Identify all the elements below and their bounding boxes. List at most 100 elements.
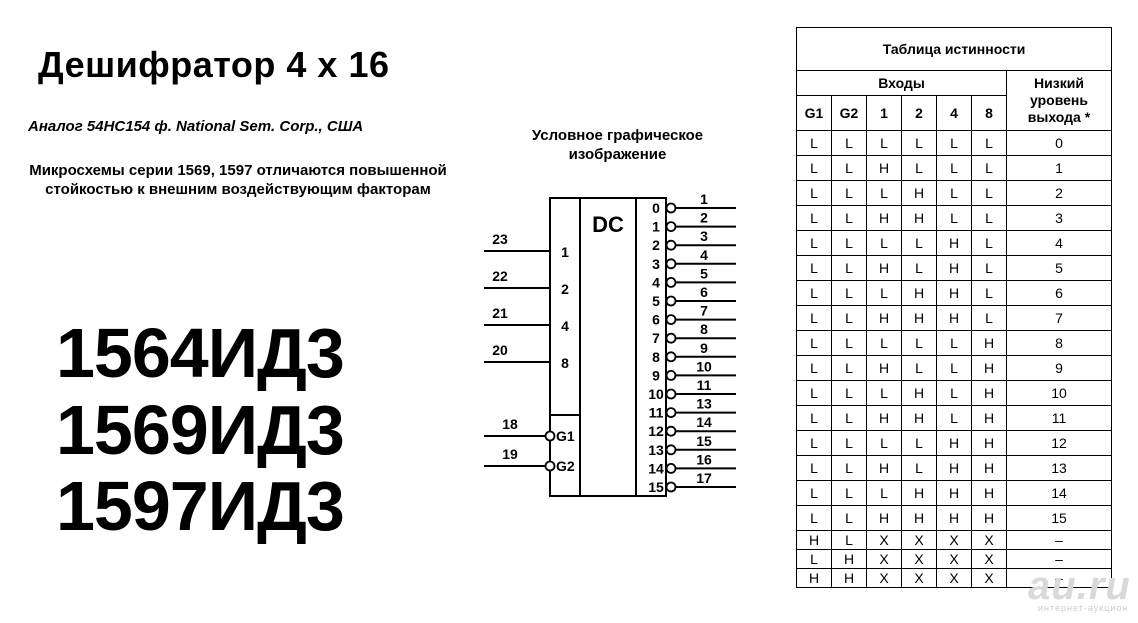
truth-table-caption: Таблица истинности bbox=[796, 27, 1112, 71]
table-cell: H bbox=[971, 505, 1007, 531]
table-cell: 3 bbox=[1006, 205, 1112, 231]
inversion-bubble bbox=[665, 277, 677, 288]
inversion-bubble bbox=[544, 430, 556, 442]
table-cell: H bbox=[901, 280, 937, 306]
output-pin-number: 6 bbox=[700, 284, 708, 300]
table-cell: H bbox=[936, 480, 972, 506]
inversion-bubble bbox=[665, 332, 677, 344]
table-cell: L bbox=[831, 230, 867, 256]
table-cell: L bbox=[936, 405, 972, 431]
symbol-label: DC bbox=[592, 212, 624, 237]
output-pin-number: 10 bbox=[696, 358, 712, 374]
table-cell: X bbox=[936, 530, 972, 550]
output-name: 12 bbox=[648, 423, 664, 439]
table-cell: H bbox=[901, 205, 937, 231]
table-cell: H bbox=[866, 255, 902, 281]
table-cell: H bbox=[971, 430, 1007, 456]
table-cell: L bbox=[831, 405, 867, 431]
table-cell: L bbox=[901, 230, 937, 256]
inversion-bubble bbox=[665, 351, 677, 363]
table-cell: L bbox=[796, 205, 832, 231]
output-name: 6 bbox=[652, 312, 660, 328]
table-cell: L bbox=[831, 205, 867, 231]
output-name: 10 bbox=[648, 386, 664, 402]
table-cell: H bbox=[971, 480, 1007, 506]
table-cell: X bbox=[901, 549, 937, 569]
inversion-bubble bbox=[665, 407, 677, 419]
table-cell: L bbox=[971, 280, 1007, 306]
table-cell: L bbox=[971, 205, 1007, 231]
table-cell: 12 bbox=[1006, 430, 1112, 456]
table-cell: L bbox=[831, 380, 867, 406]
table-cell: L bbox=[971, 180, 1007, 206]
table-cell: L bbox=[831, 530, 867, 550]
table-cell: L bbox=[831, 130, 867, 156]
table-cell: H bbox=[936, 430, 972, 456]
table-cell: L bbox=[796, 280, 832, 306]
inversion-bubble bbox=[544, 460, 556, 472]
table-cell: – bbox=[1006, 530, 1112, 550]
table-cell: H bbox=[831, 568, 867, 588]
table-cell: L bbox=[831, 330, 867, 356]
enable-name: G2 bbox=[556, 458, 575, 474]
output-pin-number: 15 bbox=[696, 433, 712, 449]
table-cell: 0 bbox=[1006, 130, 1112, 156]
inversion-bubble bbox=[665, 202, 677, 214]
table-cell: H bbox=[901, 505, 937, 531]
column-header: 4 bbox=[936, 95, 972, 131]
output-name: 11 bbox=[649, 405, 664, 421]
table-cell: H bbox=[831, 549, 867, 569]
table-cell: L bbox=[936, 355, 972, 381]
output-pin-number: 16 bbox=[696, 451, 712, 467]
table-cell: H bbox=[971, 355, 1007, 381]
output-pin-number: 13 bbox=[696, 396, 712, 412]
output-header: Низкий уровень выхода * bbox=[1006, 70, 1112, 131]
output-pin-number: 5 bbox=[700, 265, 708, 281]
input-pin-number: 22 bbox=[492, 268, 508, 284]
output-name: 14 bbox=[648, 460, 664, 476]
enable-name: G1 bbox=[556, 428, 575, 444]
output-pin-number: 14 bbox=[696, 414, 712, 430]
part-number: 1564ИД3 bbox=[56, 314, 345, 392]
table-cell: L bbox=[796, 355, 832, 381]
table-cell: X bbox=[936, 568, 972, 588]
input-pin-number: 20 bbox=[492, 342, 508, 358]
table-cell: 2 bbox=[1006, 180, 1112, 206]
output-name: 15 bbox=[648, 479, 664, 495]
output-name: 8 bbox=[652, 349, 660, 365]
table-cell: 10 bbox=[1006, 380, 1112, 406]
output-name: 9 bbox=[652, 367, 660, 383]
table-cell: X bbox=[971, 530, 1007, 550]
inversion-bubble bbox=[665, 425, 677, 437]
table-cell: H bbox=[936, 255, 972, 281]
truth-table: Таблица истинности Входы Низкий уровень … bbox=[796, 27, 1112, 588]
table-cell: X bbox=[971, 568, 1007, 588]
watermark-subtitle: интернет-аукцион bbox=[1038, 603, 1129, 613]
table-cell: 14 bbox=[1006, 480, 1112, 506]
output-name: 5 bbox=[652, 293, 660, 309]
output-pin-number: 4 bbox=[700, 247, 708, 263]
table-cell: H bbox=[971, 380, 1007, 406]
table-cell: X bbox=[901, 530, 937, 550]
column-header: 1 bbox=[866, 95, 902, 131]
table-cell: 11 bbox=[1006, 405, 1112, 431]
column-header: G1 bbox=[796, 95, 832, 131]
input-name: 8 bbox=[561, 355, 569, 371]
table-cell: H bbox=[866, 205, 902, 231]
series-note: Микросхемы серии 1569, 1597 отличаются п… bbox=[29, 162, 447, 198]
table-cell: L bbox=[831, 305, 867, 331]
table-cell: H bbox=[866, 455, 902, 481]
